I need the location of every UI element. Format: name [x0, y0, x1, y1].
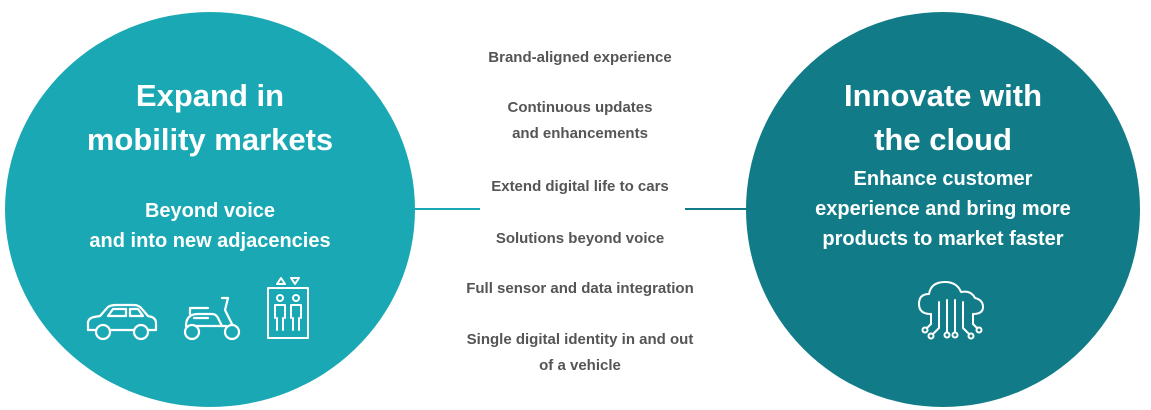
middle-item: Continuous updates and enhancements: [507, 99, 653, 142]
right-circle-title: Innovate with the cloud: [843, 78, 1043, 157]
left-circle-subtitle: Beyond voice and into new adjacencies: [89, 200, 331, 252]
elevator-icon: [267, 277, 309, 339]
connector-line-right: [685, 208, 747, 210]
middle-item: Full sensor and data integration: [466, 280, 694, 297]
left-circle-title: Expand in mobility markets: [86, 78, 334, 157]
scooter-icon: [183, 296, 241, 341]
middle-item: Solutions beyond voice: [495, 230, 665, 247]
right-circle-subtitle: Enhance customer experience and bring mo…: [815, 168, 1071, 250]
right-circle: Innovate with the cloud Enhance customer…: [746, 12, 1140, 407]
connector-line-left: [412, 208, 480, 210]
middle-item: Single digital identity in and out of a …: [466, 331, 694, 374]
left-circle: Expand in mobility markets Beyond voice …: [5, 12, 415, 407]
middle-item: Brand-aligned experience: [488, 49, 672, 66]
middle-item: Extend digital life to cars: [491, 178, 669, 195]
car-icon: [86, 303, 158, 341]
cloud-circuit-icon: [918, 281, 984, 340]
